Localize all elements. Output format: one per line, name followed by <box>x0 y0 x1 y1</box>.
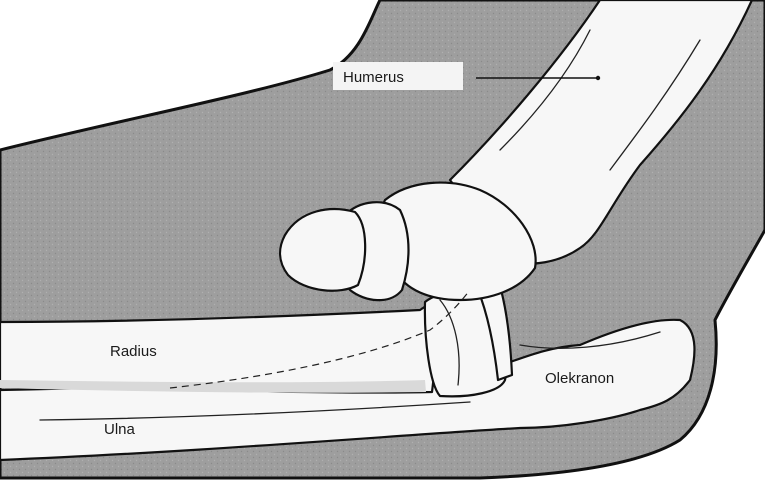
humerus-leader-dot <box>596 76 600 80</box>
olekranon-label: Olekranon <box>545 370 614 387</box>
radius-label: Radius <box>110 343 157 360</box>
ulna-label: Ulna <box>104 421 136 438</box>
humerus-label: Humerus <box>343 69 404 86</box>
